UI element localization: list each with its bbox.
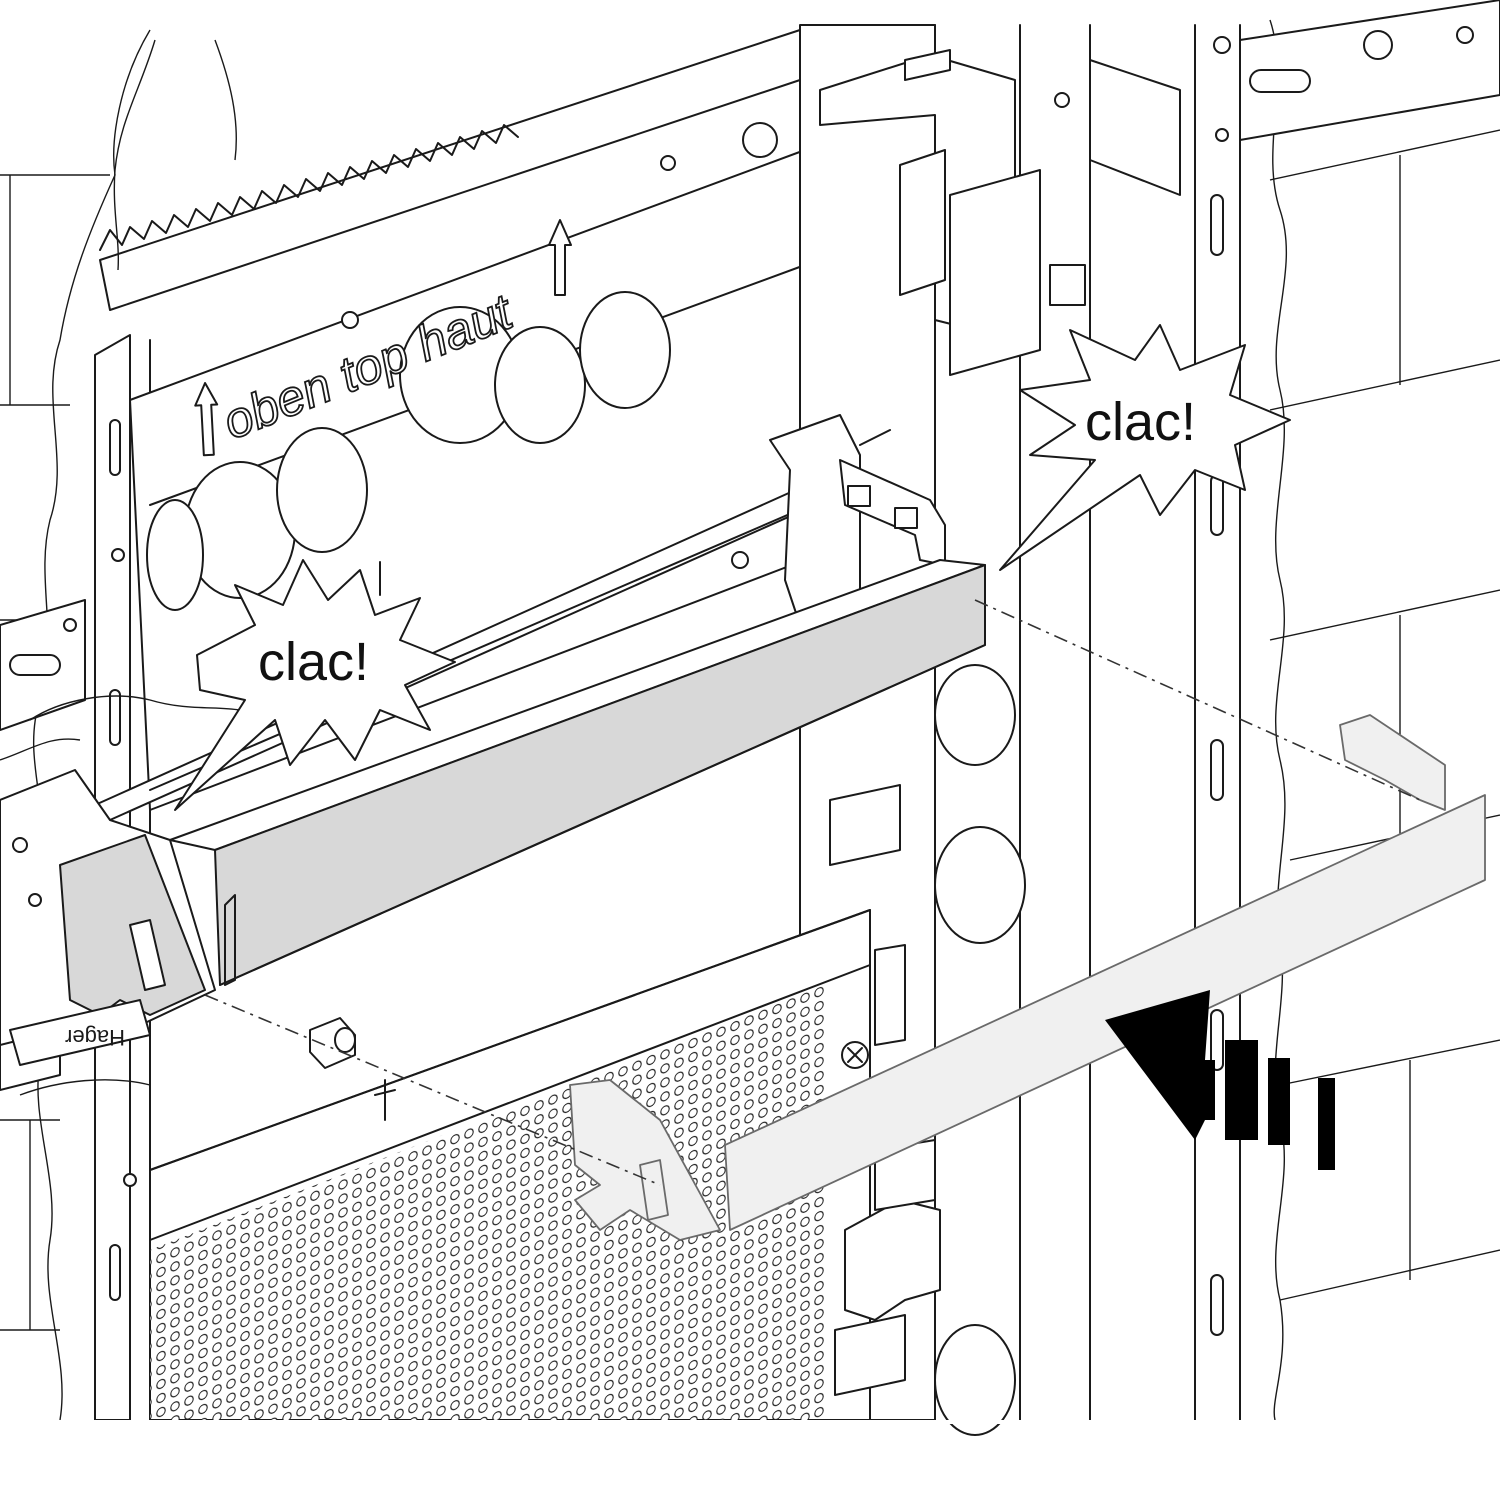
starburst-icon bbox=[174, 559, 456, 811]
starburst-icon bbox=[999, 324, 1291, 571]
left-clip-end bbox=[0, 769, 216, 1066]
installed-cover-strip bbox=[169, 559, 986, 986]
hand-icon bbox=[0, 39, 261, 1096]
guide-lines bbox=[204, 599, 1421, 1186]
rail-clips-lower bbox=[829, 784, 941, 1396]
upper-right-brackets bbox=[819, 49, 1086, 376]
click-sound-label-right: clac! bbox=[1085, 392, 1196, 452]
click-sound-label-left: clac! bbox=[258, 632, 369, 692]
incoming-cover-strip bbox=[569, 714, 1486, 1241]
up-arrow-icon bbox=[194, 382, 219, 457]
perforated-front-panel bbox=[149, 909, 871, 1421]
insertion-direction-arrow-icon bbox=[1105, 990, 1335, 1170]
brand-mark: Hager bbox=[65, 1025, 125, 1050]
right-mounting-rails bbox=[934, 0, 1500, 1421]
up-arrow-icon bbox=[548, 219, 572, 296]
